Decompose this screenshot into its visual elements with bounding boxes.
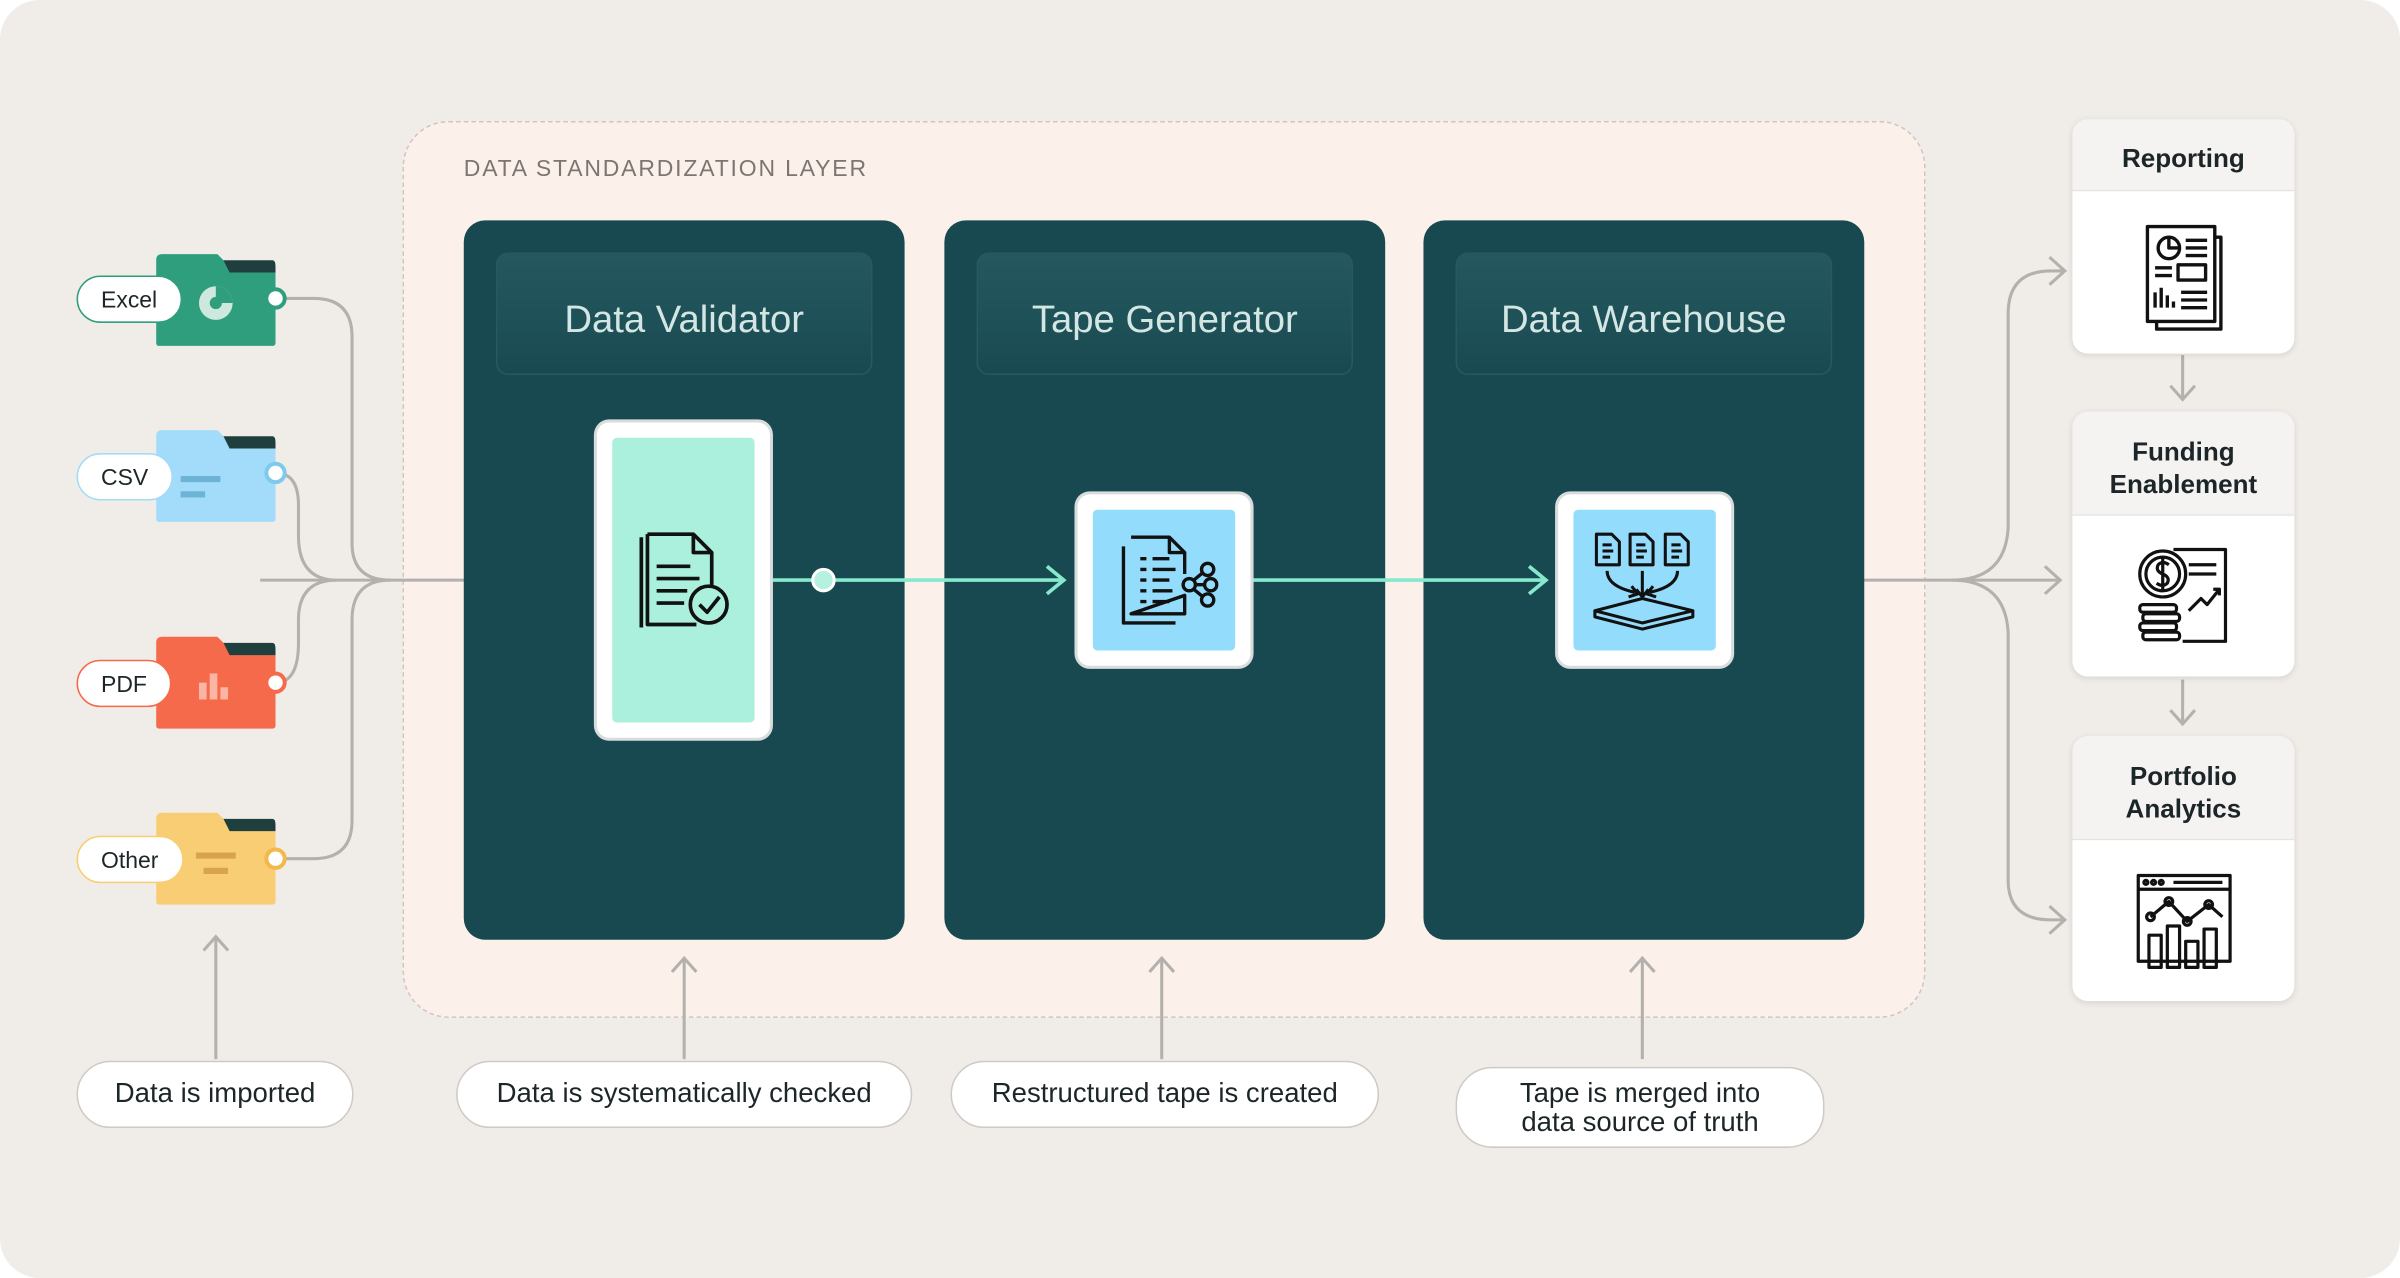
stage-title: Data Warehouse bbox=[1500, 298, 1787, 342]
stage-header: Data Warehouse bbox=[1455, 252, 1833, 375]
excel-file-icon bbox=[156, 251, 278, 357]
documents-merge-icon bbox=[1593, 532, 1695, 631]
funding-icon bbox=[2137, 547, 2227, 643]
caption-imported: Data is imported bbox=[76, 1060, 354, 1129]
caption-merged-line2: data source of truth bbox=[1521, 1106, 1759, 1138]
source-label-excel: Excel bbox=[76, 275, 182, 323]
output-card-funding: Funding Enablement bbox=[2072, 411, 2295, 677]
other-file-icon bbox=[156, 810, 278, 916]
output-title-line1: Funding bbox=[2132, 437, 2235, 467]
stage-header: Data Validator bbox=[495, 252, 873, 375]
validator-tile bbox=[596, 422, 770, 738]
output-card-analytics: Portfolio Analytics bbox=[2072, 736, 2295, 1002]
output-title-line1: Portfolio bbox=[2129, 762, 2237, 792]
tape-generator-tile bbox=[1077, 494, 1251, 666]
output-title: Reporting bbox=[2121, 143, 2245, 173]
source-label-csv: CSV bbox=[76, 453, 173, 501]
document-share-icon bbox=[1121, 535, 1219, 625]
analytics-icon bbox=[2135, 873, 2231, 969]
document-check-icon bbox=[639, 532, 729, 628]
caption-merged-line1: Tape is merged into bbox=[1519, 1077, 1761, 1109]
source-label-pdf: PDF bbox=[76, 659, 172, 708]
layer-title: DATA STANDARDIZATION LAYER bbox=[463, 156, 868, 183]
output-card-reporting: Reporting bbox=[2072, 119, 2295, 354]
output-title-line2: Analytics bbox=[2125, 794, 2242, 824]
source-label-other: Other bbox=[76, 835, 183, 884]
csv-file-icon bbox=[156, 427, 278, 533]
stage-header: Tape Generator bbox=[976, 252, 1354, 375]
warehouse-tile bbox=[1558, 494, 1732, 666]
caption-created: Restructured tape is created bbox=[950, 1060, 1380, 1129]
report-icon bbox=[2144, 224, 2222, 331]
output-title-line2: Enablement bbox=[2109, 469, 2258, 499]
pdf-file-icon bbox=[156, 634, 278, 740]
caption-merged: Tape is merged into data source of truth bbox=[1455, 1066, 1825, 1148]
caption-checked: Data is systematically checked bbox=[456, 1060, 913, 1129]
stage-title: Data Validator bbox=[564, 298, 804, 342]
stage-title: Tape Generator bbox=[1031, 298, 1298, 342]
